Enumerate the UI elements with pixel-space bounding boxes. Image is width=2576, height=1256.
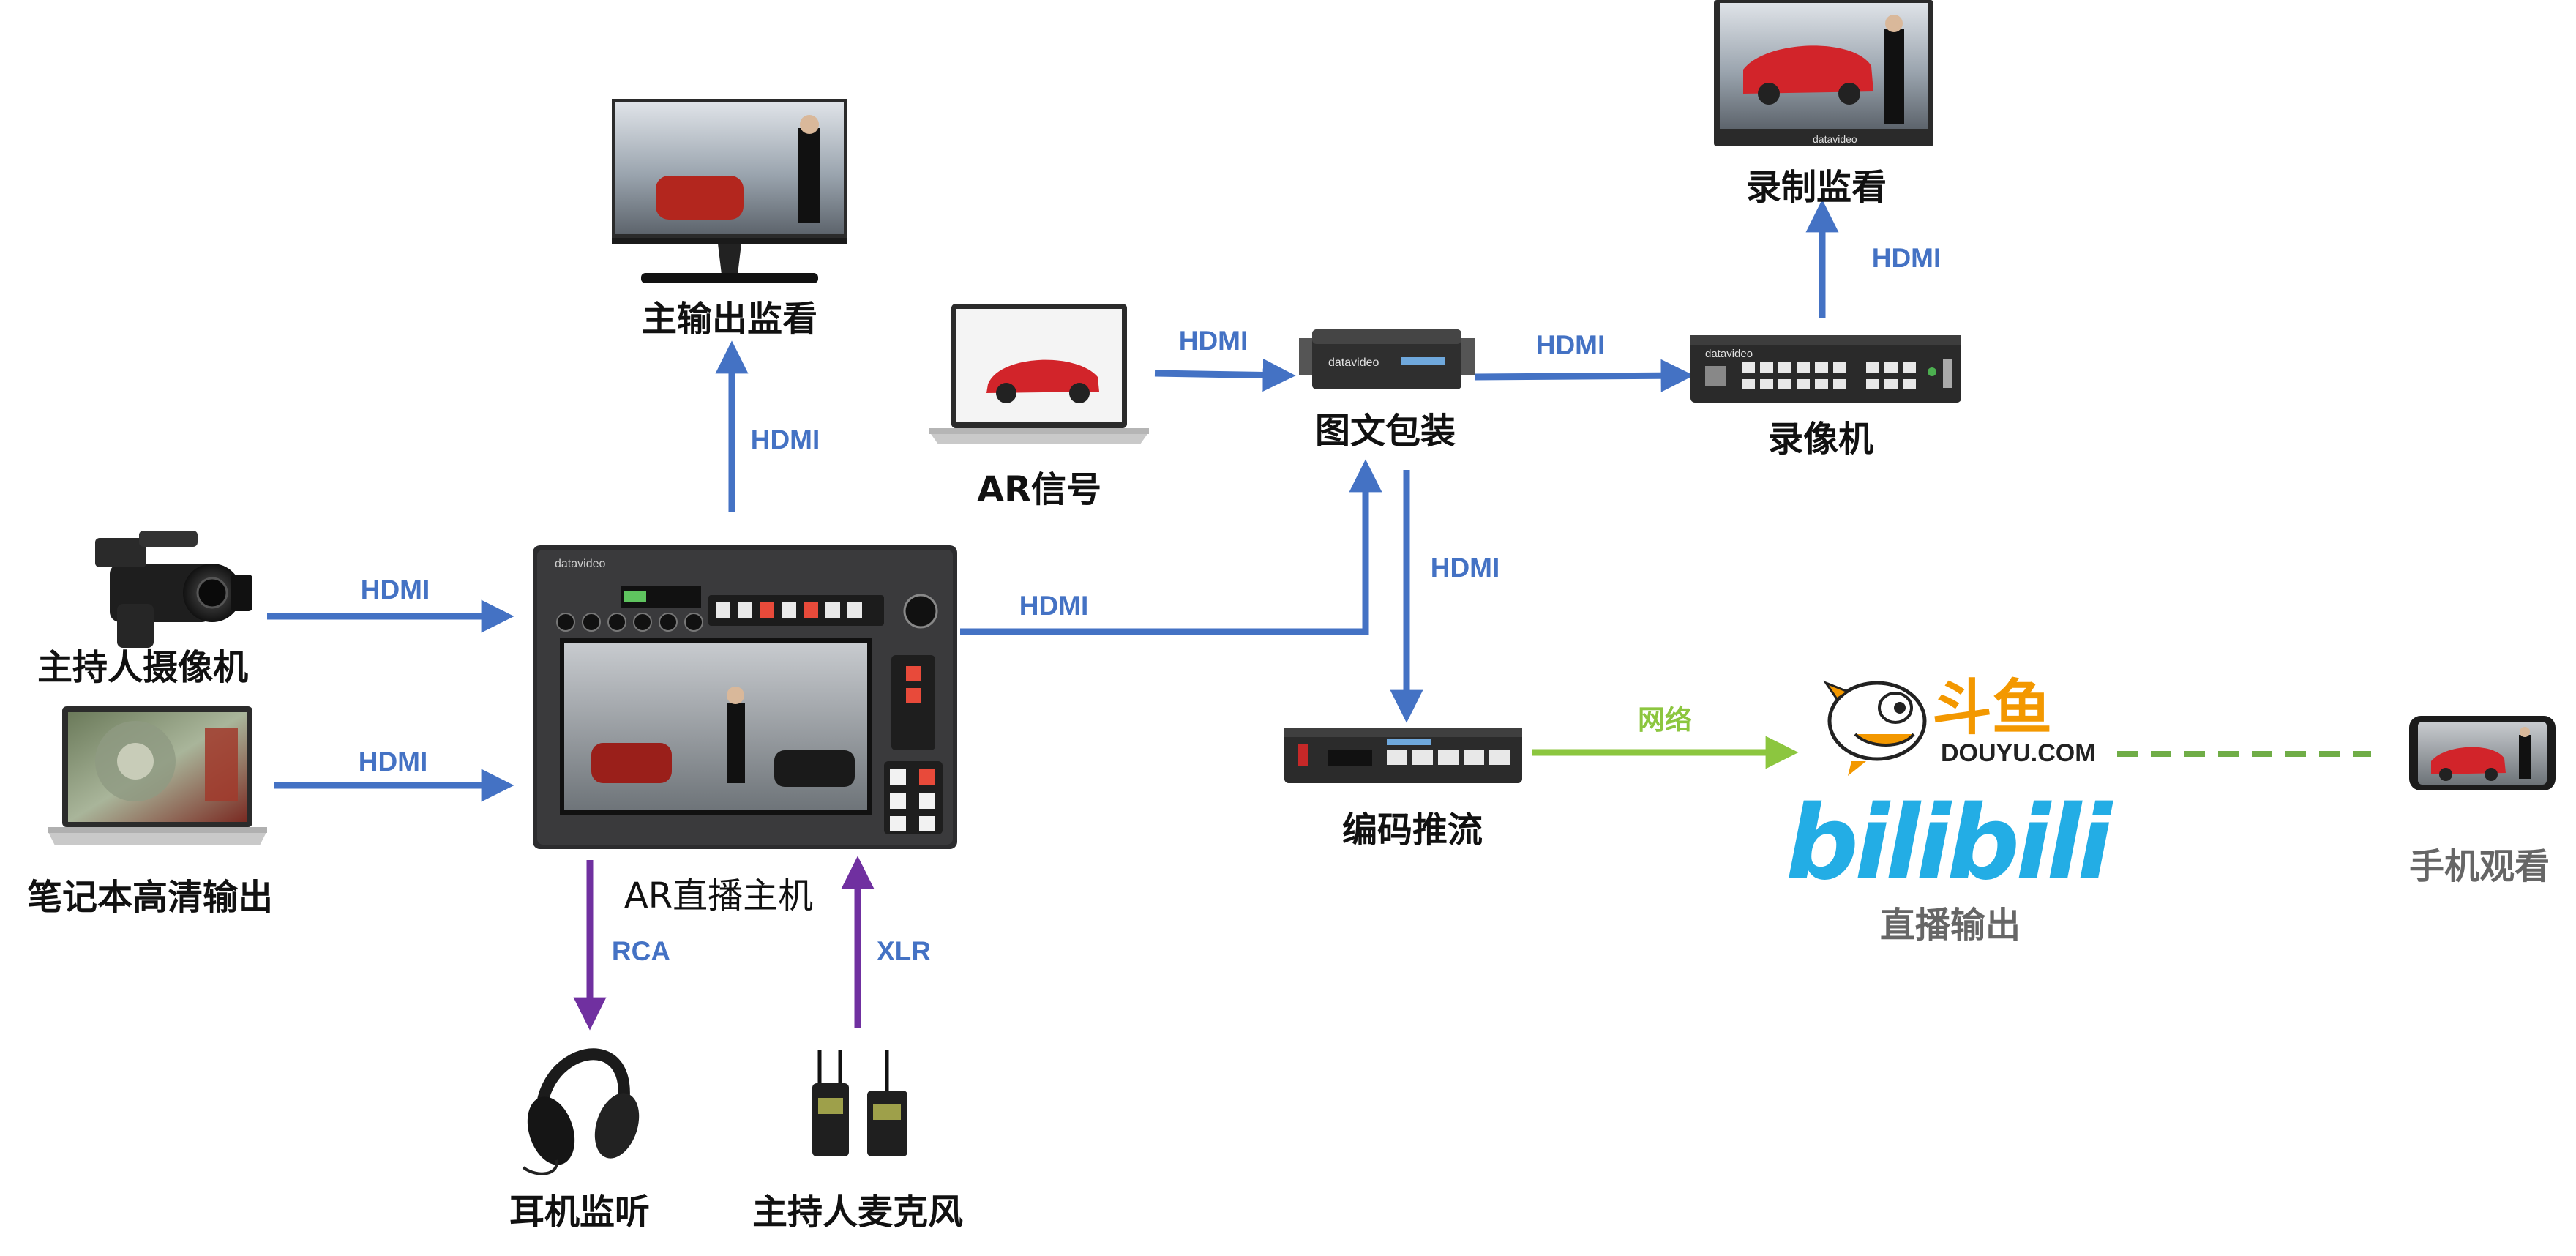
- label-laptop-hd-out: 笔记本高清输出: [27, 877, 273, 918]
- label-encoder-stream: 编码推流: [1342, 810, 1483, 851]
- connection-labels: HDMI HDMI HDMI HDMI HDMI HDMI HDMI HDMI …: [359, 243, 1942, 966]
- arrow-host-to-graphics: [960, 459, 1382, 635]
- label-ar-to-graphics: HDMI: [1179, 326, 1248, 356]
- label-host-to-headphone: RCA: [612, 936, 670, 966]
- smartphone-icon: [2409, 716, 2556, 790]
- headphones-icon: [522, 1048, 640, 1175]
- label-phone-view: 手机观看: [2409, 846, 2550, 887]
- recorder-brand: datavideo: [1705, 348, 1753, 360]
- converter-box-icon: datavideo: [1299, 329, 1475, 389]
- video-switcher-icon: datavideo: [533, 545, 957, 849]
- recorder-icon: datavideo: [1690, 335, 1961, 403]
- connection-lines: [267, 199, 2371, 1031]
- node-labels: 主持人摄像机 笔记本高清输出 AR直播主机 主输出监看 耳机监听 主持人麦克风 …: [27, 167, 2550, 1233]
- bilibili-logo: bilibili: [1786, 784, 2113, 903]
- label-recorder: 录像机: [1768, 419, 1873, 460]
- label-mic-to-host: XLR: [877, 936, 931, 966]
- laptop-icon-ar: [929, 304, 1149, 444]
- label-ar-live-host: AR直播主机: [624, 875, 813, 916]
- label-graphics-package: 图文包装: [1315, 411, 1456, 452]
- arrow-ar-to-graphics: [1154, 358, 1296, 392]
- label-ar-signal: AR信号: [977, 469, 1101, 510]
- label-graphics-to-encoder: HDMI: [1431, 553, 1500, 583]
- label-live-output: 直播输出: [1880, 905, 2021, 946]
- label-recorder-to-monitor: HDMI: [1872, 243, 1942, 273]
- monitor-brand: datavideo: [1813, 133, 1857, 145]
- arrow-graphics-to-recorder: [1474, 359, 1694, 392]
- label-laptop-to-host: HDMI: [359, 747, 428, 777]
- camcorder-icon: [95, 531, 252, 648]
- label-host-camera: 主持人摄像机: [37, 647, 248, 688]
- monitor-icon: [612, 99, 847, 283]
- label-headphone-monitor: 耳机监听: [509, 1192, 650, 1233]
- box-brand: datavideo: [1328, 356, 1379, 369]
- douyu-en-text: DOUYU.COM: [1941, 739, 2096, 767]
- douyu-cn-text: 斗鱼: [1932, 673, 2052, 743]
- label-graphics-to-recorder: HDMI: [1536, 330, 1606, 360]
- label-camera-to-host: HDMI: [361, 575, 430, 605]
- encoder-icon: [1284, 728, 1522, 783]
- label-main-output-monitor: 主输出监看: [642, 299, 817, 340]
- label-encoder-to-live: 网络: [1638, 704, 1692, 735]
- monitor-icon-record: datavideo: [1714, 0, 1933, 146]
- douyu-logo: 斗鱼 DOUYU.COM: [1822, 673, 2096, 776]
- label-host-to-graphics: HDMI: [1019, 591, 1089, 621]
- wireless-microphone-icon: [812, 1050, 907, 1156]
- label-host-to-monitor: HDMI: [751, 425, 820, 455]
- label-record-monitor: 录制监看: [1746, 167, 1887, 208]
- label-host-microphone: 主持人麦克风: [752, 1192, 963, 1233]
- switcher-brand: datavideo: [555, 558, 605, 570]
- laptop-icon: [48, 706, 267, 845]
